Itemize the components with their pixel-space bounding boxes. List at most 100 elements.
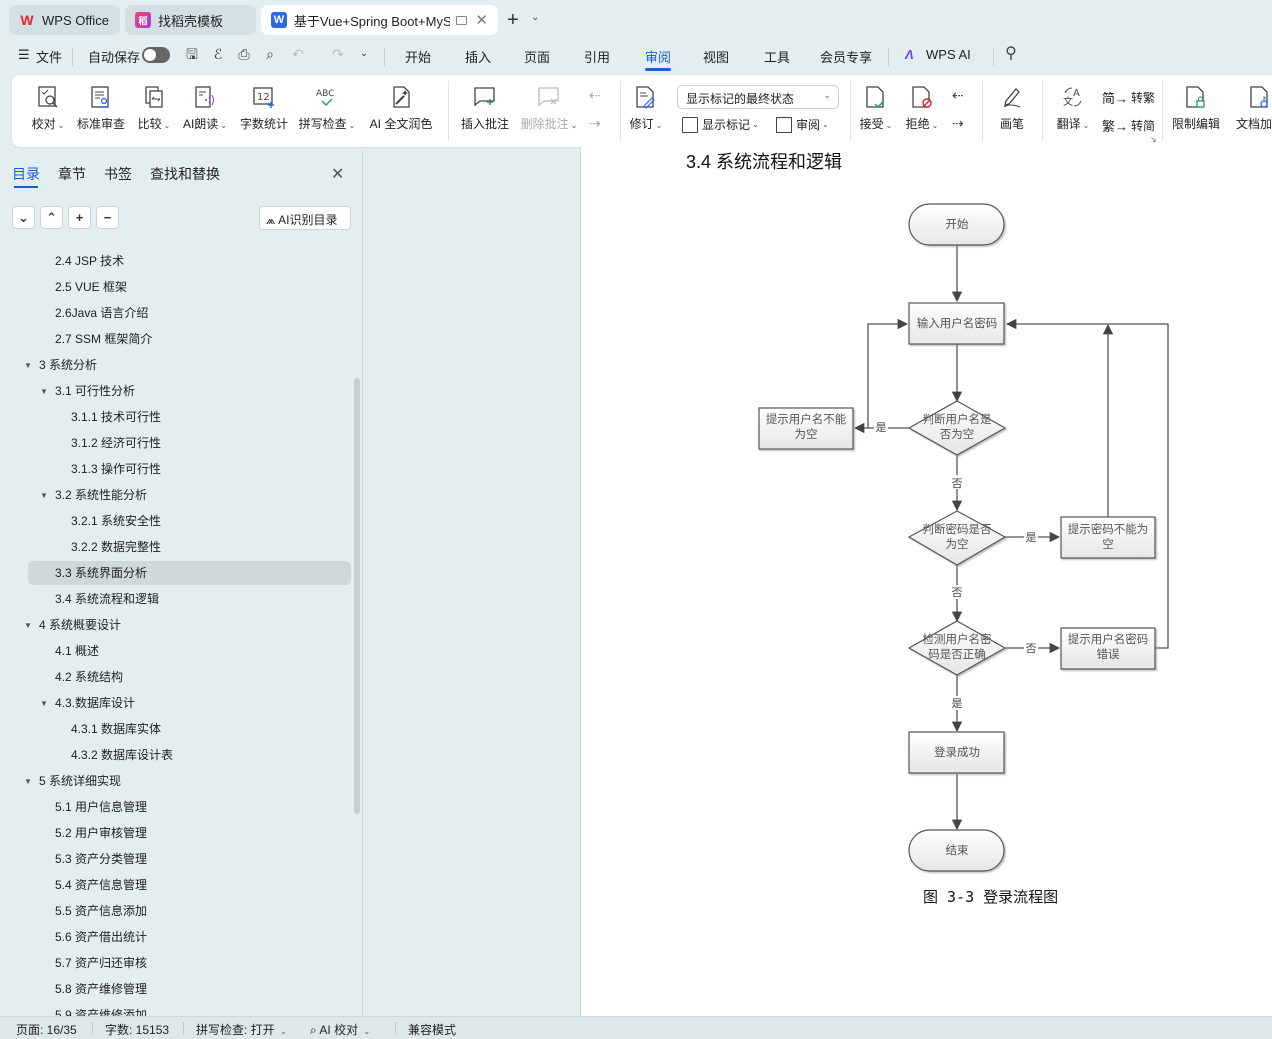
standard-review-button[interactable]: 标准审查 [74, 85, 128, 132]
to-traditional-button[interactable]: 简→ 转繁 [1102, 88, 1155, 107]
toc-item[interactable]: 5.1 用户信息管理 [55, 800, 148, 814]
proofread-button[interactable]: 校对⌄ [28, 85, 68, 132]
toc-item[interactable]: 3.2 系统性能分析 [55, 488, 148, 502]
toc-item[interactable]: 4.3.数据库设计 [55, 696, 136, 710]
toc-item[interactable]: 3.4 系统流程和逻辑 [55, 592, 160, 606]
menu-review[interactable]: 审阅 [645, 50, 672, 65]
word-count-button[interactable]: 12 字数统计 [238, 85, 290, 132]
add-heading-button[interactable]: + [68, 206, 91, 229]
page-indicator[interactable]: 页面: 16/35 [16, 1023, 77, 1037]
toc-item[interactable]: 2.6Java 语言介绍 [55, 306, 149, 320]
monitor-icon[interactable] [456, 15, 468, 25]
spell-check-button[interactable]: ABC 拼写检查⌄ [296, 85, 358, 132]
toc-item[interactable]: 5.6 资产借出统计 [55, 930, 148, 944]
expand-caret-icon[interactable]: ▼ [24, 777, 32, 786]
toc-item[interactable]: 3.1 可行性分析 [55, 384, 136, 398]
tab-wps-office[interactable]: W WPS Office [9, 5, 120, 35]
document-page[interactable]: 3.4 系统流程和逻辑 [580, 147, 1272, 1016]
toc-item[interactable]: 3.2.2 数据完整性 [71, 540, 162, 554]
toc-item[interactable]: 3.1.1 技术可行性 [71, 410, 162, 424]
hamburger-icon[interactable]: ☰ [18, 47, 30, 62]
toc-item[interactable]: 3 系统分析 [39, 358, 98, 372]
toc-item[interactable]: 5.2 用户审核管理 [55, 826, 148, 840]
expand-caret-icon[interactable]: ▼ [40, 491, 48, 500]
ai-read-button[interactable]: AI朗读⌄ [180, 85, 230, 132]
toc-item[interactable]: 3.3 系统界面分析 [55, 566, 148, 580]
expand-caret-icon[interactable]: ▼ [24, 361, 32, 370]
nav-tab-toc[interactable]: 目录 [12, 166, 40, 182]
toc-item[interactable]: 3.1.2 经济可行性 [71, 436, 162, 450]
track-changes-button[interactable]: 修订⌄ [628, 85, 664, 132]
menu-file[interactable]: 文件 [36, 50, 63, 65]
toc-item[interactable]: 2.5 VUE 框架 [55, 280, 128, 294]
autosave-toggle[interactable] [142, 47, 170, 63]
format-painter-icon[interactable]: ℰ [213, 46, 223, 62]
collapse-level-button[interactable]: ⌄ [12, 206, 35, 229]
restrict-edit-button[interactable]: 限制编辑 [1170, 85, 1222, 132]
toc-item[interactable]: 5.4 资产信息管理 [55, 878, 148, 892]
more-chevron-icon[interactable]: ⌄ [359, 48, 369, 59]
word-count[interactable]: 字数: 15153 [105, 1023, 170, 1037]
menu-wps-ai[interactable]: WPS AI [926, 47, 971, 62]
expand-caret-icon[interactable]: ▼ [40, 699, 48, 708]
to-simplified-button[interactable]: 繁→ 转简 [1102, 116, 1155, 135]
toc-item[interactable]: 3.2.1 系统安全性 [71, 514, 162, 528]
expand-caret-icon[interactable]: ▼ [40, 387, 48, 396]
ai-polish-button[interactable]: AI 全文润色 [366, 85, 436, 132]
toc-item[interactable]: 4.1 概述 [55, 644, 100, 658]
tab-document[interactable]: W 基于Vue+Spring Boot+MyS ✕ [261, 5, 498, 35]
compare-button[interactable]: 比较⌄ [134, 85, 174, 132]
print-preview-icon[interactable]: ⌕ [266, 46, 274, 62]
menu-reference[interactable]: 引用 [584, 50, 611, 65]
delete-comment-button[interactable]: 删除批注⌄ [518, 85, 580, 132]
toc-item[interactable]: 4.3.1 数据库实体 [71, 722, 162, 736]
expand-level-button[interactable]: ⌃ [40, 206, 63, 229]
accept-button[interactable]: 接受⌄ [858, 85, 894, 132]
nav-tab-sections[interactable]: 章节 [58, 166, 86, 182]
markup-mode-select[interactable]: 显示标记的最终状态 ⌄ [677, 85, 839, 109]
toc-item[interactable]: 2.7 SSM 框架简介 [55, 332, 153, 346]
close-tab-icon[interactable]: ✕ [475, 12, 488, 29]
menu-tools[interactable]: 工具 [764, 50, 791, 65]
print-icon[interactable]: ⎙ [238, 46, 250, 62]
expand-caret-icon[interactable]: ▼ [24, 621, 32, 630]
toc-scrollbar[interactable] [354, 378, 360, 814]
menu-start[interactable]: 开始 [405, 50, 432, 65]
chevron-down-icon[interactable]: ⌄ [531, 12, 540, 23]
new-tab-icon[interactable]: + [507, 9, 519, 31]
previous-comment-icon[interactable]: ⇠ [589, 87, 601, 103]
toc-item[interactable]: 4.3.2 数据库设计表 [71, 748, 174, 762]
ai-toc-button[interactable]: ⩕ AI识别目录 [259, 206, 351, 230]
reject-button[interactable]: 拒绝⌄ [904, 85, 940, 132]
next-change-icon[interactable]: ⇢ [952, 115, 964, 131]
toc-item[interactable]: 5.8 资产维修管理 [55, 982, 148, 996]
ai-proofread-status[interactable]: ⌕ AI 校对 ⌄ [310, 1023, 371, 1037]
undo-icon[interactable]: ↶ [292, 46, 304, 62]
toc-item[interactable]: 5.3 资产分类管理 [55, 852, 148, 866]
menu-member[interactable]: 会员专享 [820, 50, 873, 65]
redo-icon[interactable]: ↷ [332, 46, 344, 62]
dialog-launcher-icon[interactable]: ↘ [1150, 135, 1157, 144]
encrypt-doc-button[interactable]: 文档加密 [1230, 85, 1272, 132]
menu-insert[interactable]: 插入 [465, 50, 492, 65]
toc-item[interactable]: 5.5 资产信息添加 [55, 904, 148, 918]
remove-heading-button[interactable]: − [96, 206, 119, 229]
menu-page[interactable]: 页面 [524, 50, 551, 65]
toc-item[interactable]: 3.1.3 操作可行性 [71, 462, 162, 476]
nav-tab-bookmarks[interactable]: 书签 [104, 166, 132, 182]
previous-change-icon[interactable]: ⇠ [952, 87, 964, 103]
show-markup-button[interactable]: 显示标记⌄ [682, 116, 759, 133]
close-pane-icon[interactable]: ✕ [331, 166, 345, 183]
toc-item[interactable]: 2.4 JSP 技术 [55, 254, 125, 268]
toc-item[interactable]: 5 系统详细实现 [39, 774, 122, 788]
toc-item[interactable]: 5.7 资产归还审核 [55, 956, 148, 970]
insert-comment-button[interactable]: 插入批注 [458, 85, 512, 132]
pen-button[interactable]: 画笔 [994, 85, 1030, 132]
tab-docer-templates[interactable]: 稻 找稻壳模板 [125, 5, 256, 35]
menu-view[interactable]: 视图 [703, 50, 730, 65]
nav-tab-find-replace[interactable]: 查找和替换 [150, 166, 220, 182]
save-icon[interactable]: 🖫 [186, 46, 198, 62]
review-pane-button[interactable]: 审阅⌄ [776, 116, 829, 133]
search-icon[interactable]: ⚲ [1005, 45, 1017, 62]
